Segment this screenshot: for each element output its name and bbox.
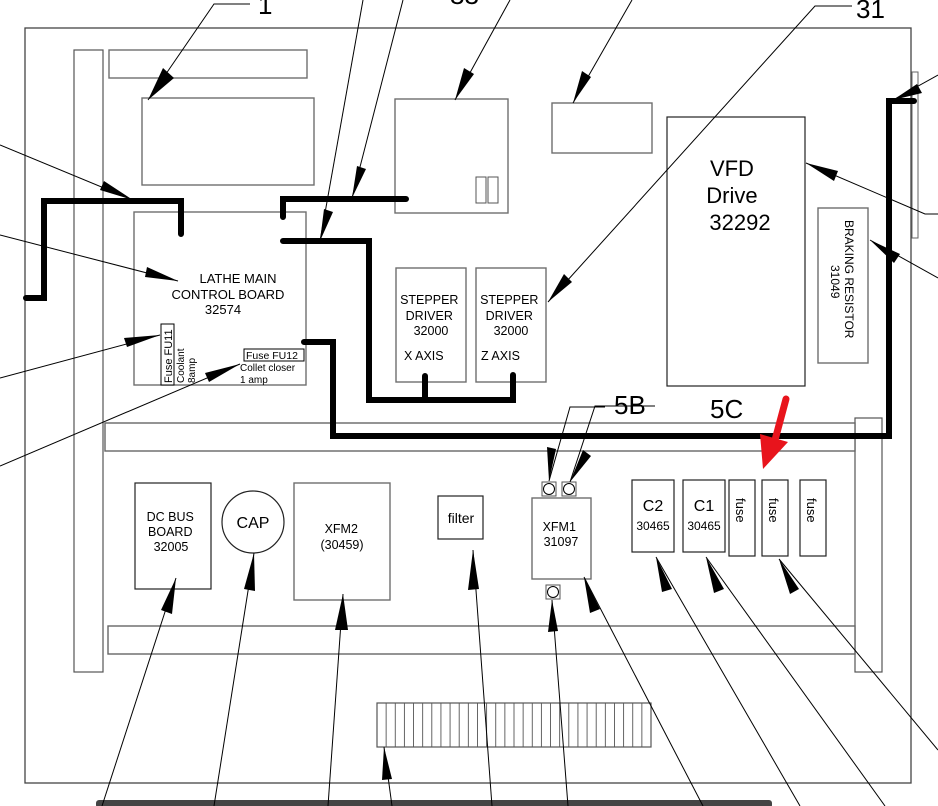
fuse-2-label: fuse <box>766 498 781 523</box>
braking-resistor-text: BRAKING RESISTOR 31049 <box>828 220 856 339</box>
cabinet-outline <box>24 27 912 784</box>
terminal-block <box>487 176 499 204</box>
highlight-arrow-icon <box>760 395 790 469</box>
braking-resistor-label: BRAKING RESISTOR <box>842 220 856 339</box>
xfm2-label: XFM2 (30459) <box>320 522 363 552</box>
stepper-x-label: STEPPER DRIVER 32000 <box>400 293 462 338</box>
fuse-1-label: fuse <box>733 498 748 523</box>
contactor-c1 <box>682 479 726 553</box>
stepper-x-axis: X AXIS <box>404 349 444 363</box>
fuse-holder-1 <box>728 479 756 557</box>
braking-resistor-part: 31049 <box>828 265 842 299</box>
arrowheads <box>100 68 922 780</box>
left-din-rail <box>73 49 104 673</box>
stepper-z-axis: Z AXIS <box>481 349 520 363</box>
callout-5c: 5C <box>710 394 743 424</box>
power-supply-box <box>141 97 315 186</box>
top-wire-duct <box>108 49 308 79</box>
stepper-driver-z <box>475 267 547 383</box>
main-board-label-1: LATHE MAIN <box>199 271 276 286</box>
c2-label: C2 <box>643 498 664 515</box>
fuse-fu11-rating: 8amp <box>187 358 198 383</box>
fuse-fu12-frame <box>243 348 305 362</box>
cap-label: CAP <box>237 515 270 532</box>
vfd-drive <box>666 116 806 387</box>
capacitor <box>221 490 285 554</box>
fuse-holder-2 <box>761 479 789 557</box>
callout-1: 1 <box>258 0 272 20</box>
filter-label: filter <box>448 510 475 526</box>
fuse-fu11-desc: Coolant <box>176 348 187 383</box>
c1-label: C1 <box>694 498 715 515</box>
terminal-icon <box>547 586 559 598</box>
transformer-xfm2 <box>293 482 391 601</box>
callout-31: 31 <box>856 0 885 24</box>
fuse-fu11-label: Fuse FU11 <box>163 329 175 383</box>
fuse-fu11-frame <box>160 323 175 386</box>
fuse-fu12-desc: Collet closer <box>240 363 296 374</box>
braking-resistor <box>817 207 869 364</box>
terminal-block <box>475 176 487 204</box>
right-edge-rail <box>911 71 919 239</box>
callout-33: 33 <box>450 0 479 10</box>
fuse-fu11: Fuse FU11 Coolant 8amp <box>160 323 198 386</box>
contactor-c2 <box>631 479 675 553</box>
c1-part: 30465 <box>687 519 721 533</box>
bottom-wire-duct <box>107 625 856 655</box>
bottom-plate <box>96 800 772 806</box>
stepper-z-label: STEPPER DRIVER 32000 <box>480 293 542 338</box>
wire-stepper <box>280 238 516 403</box>
main-board-label-3: 32574 <box>205 302 241 317</box>
terminal-icon <box>543 483 555 495</box>
fuse-holder-3 <box>799 479 827 557</box>
right-din-rail <box>854 417 883 673</box>
wire-main-bus <box>301 98 917 439</box>
stepper-driver-x <box>395 267 467 383</box>
transformer-xfm1 <box>531 497 592 580</box>
terminal-strip-dividers <box>385 703 643 747</box>
terminal-strip <box>376 702 652 748</box>
fuse-fu12-label: Fuse FU12 <box>246 350 298 362</box>
fuse-3-label: fuse <box>804 498 819 523</box>
terminal-icon <box>563 483 575 495</box>
vfd-label: VFD Drive 32292 <box>706 156 770 235</box>
filter <box>437 495 484 540</box>
dc-bus-board <box>134 482 212 590</box>
relay-box <box>551 102 653 154</box>
xfm1-label: XFM1 31097 <box>543 520 580 549</box>
dc-bus-label: DC BUS BOARD 32005 <box>147 510 198 554</box>
wire-left <box>23 198 184 301</box>
wire-top <box>280 196 409 220</box>
c2-part: 30465 <box>636 519 670 533</box>
main-board-label-2: CONTROL BOARD <box>172 287 285 302</box>
fuse-fu12-rating: 1 amp <box>240 375 268 386</box>
callout-5b: 5B <box>614 390 646 420</box>
